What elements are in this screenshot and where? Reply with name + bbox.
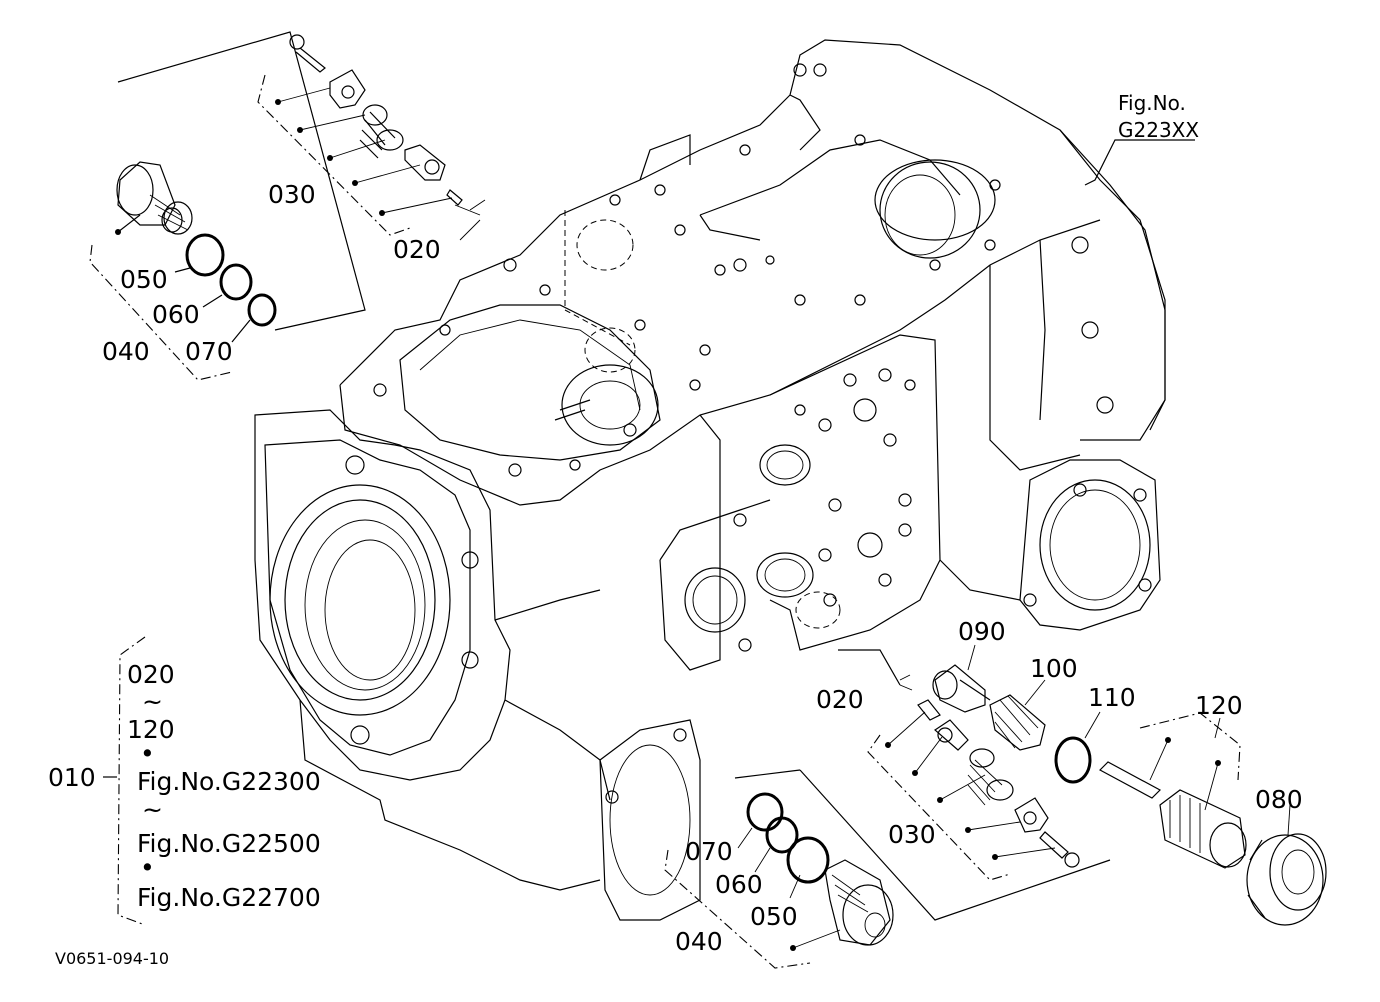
figure-ref-line1: Fig.No. [1118,91,1186,115]
callout-090: 090 [958,617,1006,646]
callout-030-bottom: 030 [888,820,936,849]
assembly-fig-2: Fig.No.G22500 [137,829,321,858]
callout-050-left: 050 [120,265,168,294]
assembly-fig-3: Fig.No.G22700 [137,883,321,912]
assembly-bullet-2: • [140,853,155,882]
labels: Fig.No. G223XX 030 020 050 060 040 070 0… [48,91,1303,968]
callout-060-bottom: 060 [715,870,763,899]
assembly-tilde-2: ~ [142,795,163,824]
callout-040-left: 040 [102,337,150,366]
callout-060-left: 060 [152,300,200,329]
valve-assembly-lower [664,769,894,969]
callout-040-bottom: 040 [675,927,723,956]
callout-050-bottom: 050 [750,902,798,931]
assembly-range-start: 020 [127,660,175,689]
drawing-code: V0651-094-10 [55,949,169,968]
callout-070-left: 070 [185,337,233,366]
relief-valve-lower [799,649,1111,921]
callout-100: 100 [1030,654,1078,683]
callout-020-mid: 020 [816,685,864,714]
figure-ref-line2: G223XX [1118,118,1199,142]
assembly-range-end: 120 [127,715,175,744]
callout-030-top: 030 [268,180,316,209]
transmission-housing [254,39,1195,921]
assembly-bracket [103,636,146,926]
callout-110: 110 [1088,683,1136,712]
callout-020-top: 020 [393,235,441,264]
callout-070-bottom: 070 [685,837,733,866]
valve-assembly-upper-left [89,31,366,381]
assembly-fig-1: Fig.No.G22300 [137,767,321,796]
relief-valve-upper [257,34,486,241]
assembly-main-label: 010 [48,763,96,792]
relief-valve-right [932,644,1327,926]
callout-080: 080 [1255,785,1303,814]
callout-120: 120 [1195,691,1243,720]
assembly-bullet-1: • [140,739,155,768]
assembly-tilde-1: ~ [142,687,163,716]
